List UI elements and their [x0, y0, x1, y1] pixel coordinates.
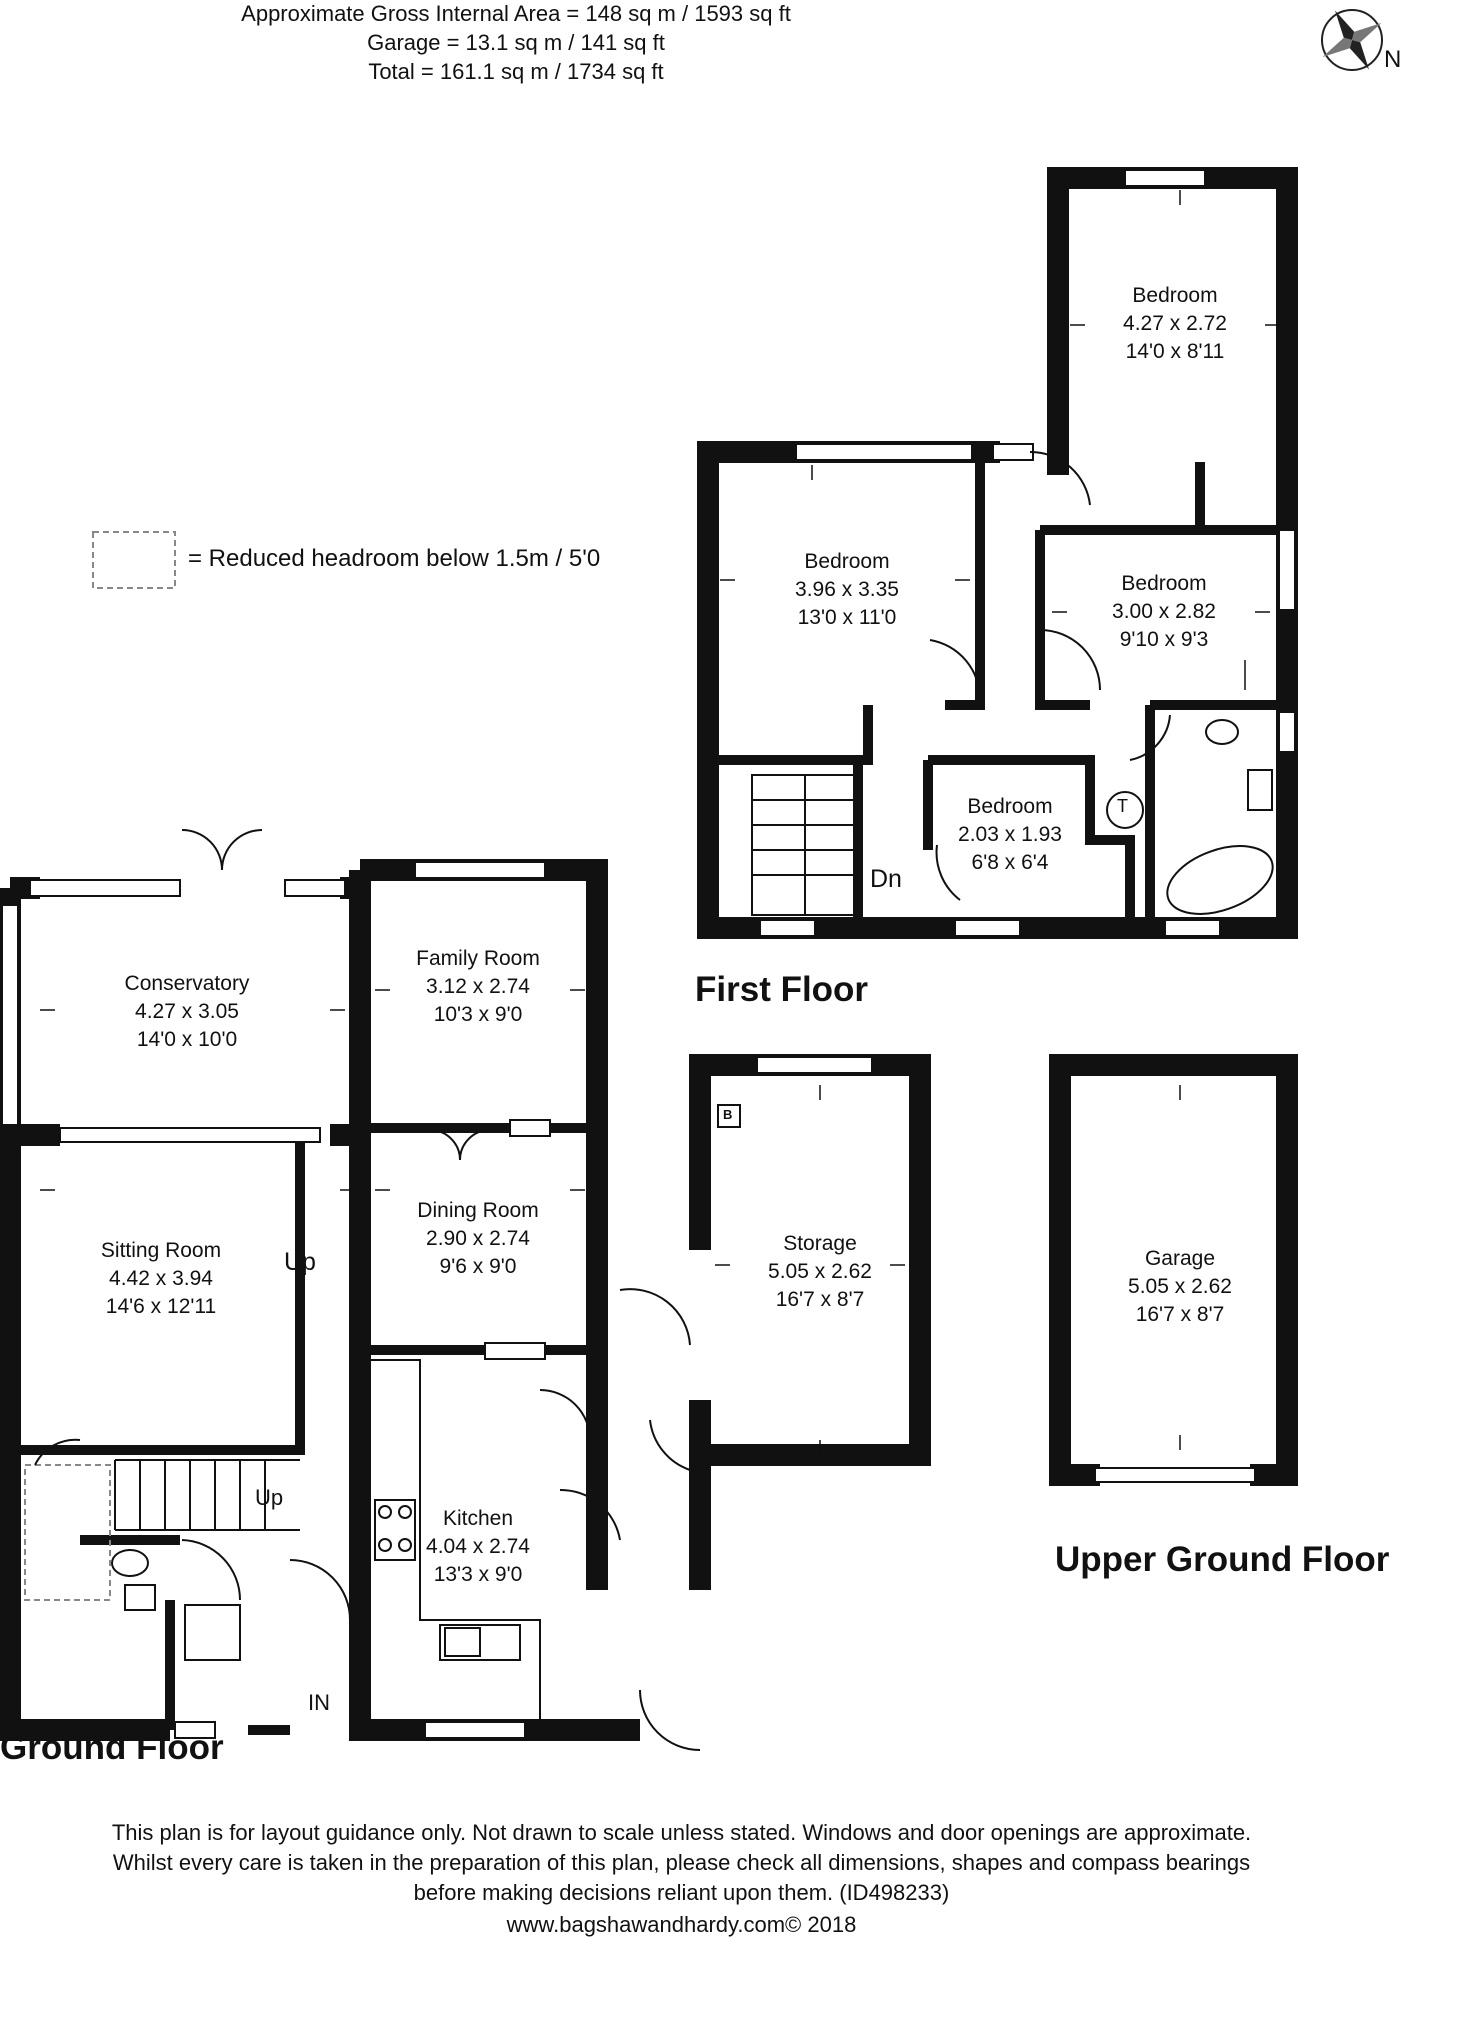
room-bedroom-right: Bedroom 3.00 x 2.82 9'10 x 9'3 [1112, 570, 1216, 654]
room-metric: 4.27 x 3.05 [135, 1000, 239, 1023]
total-area: Total = 161.1 sq m / 1734 sq ft [368, 59, 664, 84]
toilet-icon [111, 1549, 149, 1577]
room-imperial: 9'6 x 9'0 [439, 1255, 517, 1278]
room-name: Storage [783, 1232, 857, 1255]
water-tank-icon [1106, 791, 1144, 829]
sink-icon [444, 1627, 481, 1657]
disclaimer-line-1: This plan is for layout guidance only. N… [111, 1820, 1252, 1845]
boiler-box [717, 1104, 741, 1128]
disclaimer-line-3: before making decisions reliant upon the… [413, 1880, 950, 1905]
room-metric: 4.27 x 2.72 [1123, 312, 1227, 335]
room-name: Bedroom [967, 795, 1053, 818]
shower-icon [184, 1604, 241, 1661]
stairs-down-label: Dn [870, 865, 902, 893]
basin-icon [1247, 769, 1273, 811]
room-imperial: 13'3 x 9'0 [433, 1563, 523, 1586]
reduced-headroom-area [24, 1464, 111, 1601]
room-metric: 3.00 x 2.82 [1112, 600, 1216, 623]
room-name: Sitting Room [100, 1239, 222, 1262]
stairs-up-label-hall: Up [255, 1485, 284, 1510]
ground-floor-windows [1, 861, 551, 1739]
kitchen-counters [370, 1359, 541, 1720]
legend-text: = Reduced headroom below 1.5m / 5'0 [188, 545, 601, 572]
door-swings [34, 450, 1171, 1751]
room-name: Garage [1144, 1247, 1216, 1270]
hob-icon [378, 1505, 412, 1552]
room-imperial: 16'7 x 8'7 [1135, 1303, 1225, 1326]
room-name: Bedroom [1121, 572, 1207, 595]
room-imperial: 13'0 x 11'0 [797, 606, 897, 629]
toilet-icon [1205, 719, 1239, 745]
room-imperial: 14'0 x 10'0 [136, 1028, 238, 1051]
bath-icon [1166, 845, 1274, 915]
room-imperial: 6'8 x 6'4 [971, 851, 1049, 874]
room-dining-room: Dining Room 2.90 x 2.74 9'6 x 9'0 [417, 1197, 538, 1281]
garage-area: Garage = 13.1 sq m / 141 sq ft [367, 30, 665, 55]
boiler-label: B [723, 1107, 733, 1122]
room-bedroom-top: Bedroom 4.27 x 2.72 14'0 x 8'11 [1123, 282, 1227, 366]
reduced-headroom-legend-box [92, 531, 176, 589]
room-kitchen: Kitchen 4.04 x 2.74 13'3 x 9'0 [426, 1505, 530, 1589]
room-name: Dining Room [417, 1199, 539, 1222]
room-metric: 3.12 x 2.74 [426, 975, 530, 998]
room-name: Family Room [416, 947, 540, 970]
garage-walls [1049, 1054, 1298, 1486]
entrance-label: IN [308, 1690, 330, 1715]
room-imperial: 14'0 x 8'11 [1125, 340, 1225, 363]
room-garage: Garage 5.05 x 2.62 16'7 x 8'7 [1128, 1245, 1232, 1329]
ground-floor-staircase [114, 1459, 300, 1531]
room-conservatory: Conservatory 4.27 x 3.05 14'0 x 10'0 [125, 970, 250, 1054]
room-family-room: Family Room 3.12 x 2.74 10'3 x 9'0 [416, 945, 540, 1029]
first-floor-staircase [751, 774, 861, 916]
gross-internal-area: Approximate Gross Internal Area = 148 sq… [241, 1, 791, 26]
dimension-arrows [40, 190, 1280, 1455]
storage-windows [756, 1056, 873, 1074]
disclaimer-line-2: Whilst every care is taken in the prepar… [112, 1850, 1251, 1875]
room-imperial: 14'6 x 12'11 [105, 1295, 217, 1318]
compass-north-label: N [1384, 46, 1402, 73]
room-bedroom-left: Bedroom 3.96 x 3.35 13'0 x 11'0 [795, 548, 899, 632]
compass-rose-icon [1321, 9, 1383, 71]
room-imperial: 9'10 x 9'3 [1119, 628, 1209, 651]
room-imperial: 16'7 x 8'7 [775, 1288, 865, 1311]
room-metric: 3.96 x 3.35 [795, 578, 899, 601]
room-metric: 4.42 x 3.94 [109, 1267, 213, 1290]
room-metric: 4.04 x 2.74 [426, 1535, 530, 1558]
garage-door [1094, 1467, 1256, 1483]
room-metric: 2.90 x 2.74 [426, 1227, 530, 1250]
room-bedroom-small: Bedroom 2.03 x 1.93 6'8 x 6'4 [958, 793, 1062, 877]
room-name: Bedroom [804, 550, 890, 573]
room-metric: 2.03 x 1.93 [958, 823, 1062, 846]
storage-walls [689, 1054, 931, 1590]
room-metric: 5.05 x 2.62 [768, 1260, 872, 1283]
first-floor-windows [759, 169, 1296, 937]
room-name: Bedroom [1132, 284, 1218, 307]
first-floor-title: First Floor [695, 970, 869, 1009]
room-imperial: 10'3 x 9'0 [433, 1003, 523, 1026]
first-floor-inner-walls [708, 452, 1287, 928]
room-metric: 5.05 x 2.62 [1128, 1275, 1232, 1298]
ground-floor-title: Ground Floor [0, 1728, 224, 1767]
room-name: Kitchen [442, 1507, 514, 1530]
water-tank-label: T [1117, 796, 1128, 816]
stairs-up-label-sitting: Up [284, 1248, 316, 1276]
website-copyright: www.bagshawandhardy.com© 2018 [506, 1912, 857, 1937]
room-name: Conservatory [124, 972, 250, 995]
upper-ground-floor-title: Upper Ground Floor [1055, 1540, 1390, 1579]
basin-icon [124, 1584, 156, 1611]
room-storage: Storage 5.05 x 2.62 16'7 x 8'7 [768, 1230, 872, 1314]
ground-floor-inner-walls [10, 1123, 597, 1735]
room-sitting-room: Sitting Room 4.42 x 3.94 14'6 x 12'11 [101, 1237, 221, 1321]
